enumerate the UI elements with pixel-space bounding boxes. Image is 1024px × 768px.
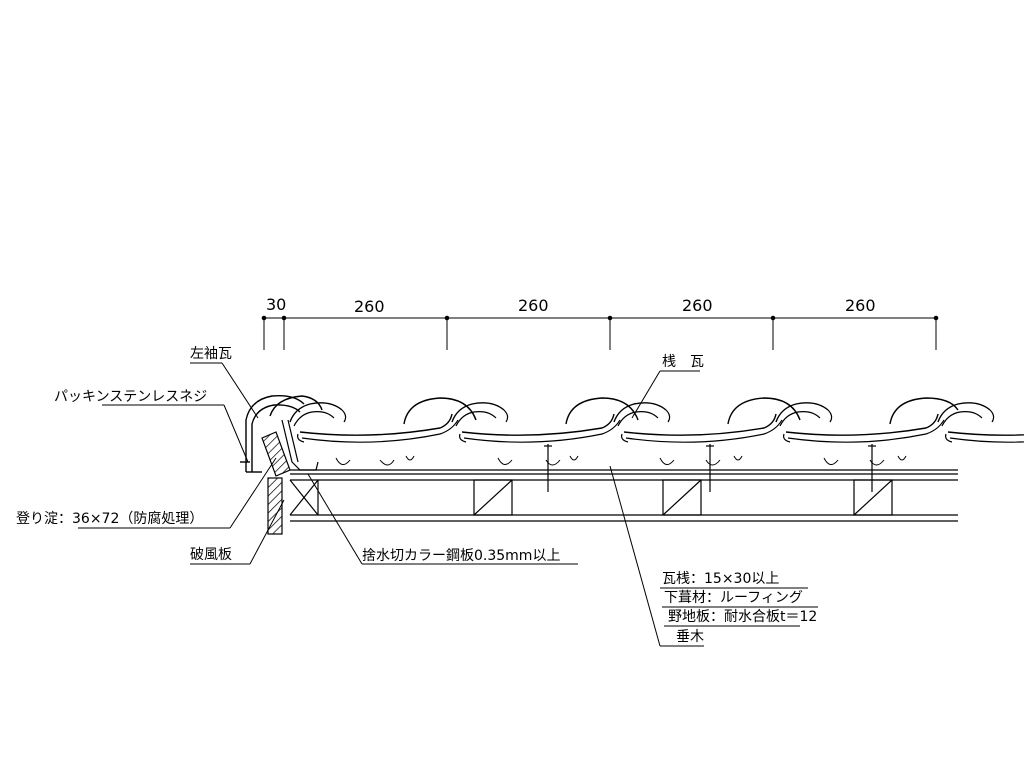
- dimension-260-b: 260: [518, 296, 549, 315]
- leader-lines: [78, 362, 818, 647]
- label-noboriyodo: 登り淀：36×72（防腐処理）: [16, 511, 204, 527]
- label-sangawara: 桟 瓦: [662, 354, 704, 370]
- label-underlay: 下葺材：ルーフィング: [664, 590, 803, 606]
- dimension-260-c: 260: [682, 296, 713, 315]
- label-rafter: 垂木: [676, 629, 704, 645]
- dimension-line: [261, 315, 939, 350]
- flashing-strip: [281, 419, 319, 471]
- tile-crests: [269, 395, 959, 425]
- tiles-row: [289, 402, 1024, 443]
- dimension-260-d: 260: [845, 296, 876, 315]
- tile-lugs: [335, 455, 907, 466]
- label-flashing: 捨水切カラー鋼板0.35mm以上: [362, 548, 561, 564]
- label-packing-screw: パッキンステンレスネジ: [54, 389, 208, 405]
- dimension-30: 30: [266, 295, 287, 314]
- rafter-frame: [289, 469, 958, 522]
- left-barge-tile: [240, 394, 305, 473]
- label-sheathing: 野地板：耐水合板t＝12: [668, 609, 818, 625]
- bargeboard: [267, 477, 283, 535]
- dimension-260-a: 260: [354, 297, 385, 316]
- nails: [544, 444, 876, 492]
- label-sodegawara: 左袖瓦: [190, 346, 232, 362]
- label-hafuita: 破風板: [190, 547, 232, 563]
- noboriyodo-batten: [261, 431, 291, 477]
- label-batten: 瓦桟：15×30以上: [662, 571, 780, 587]
